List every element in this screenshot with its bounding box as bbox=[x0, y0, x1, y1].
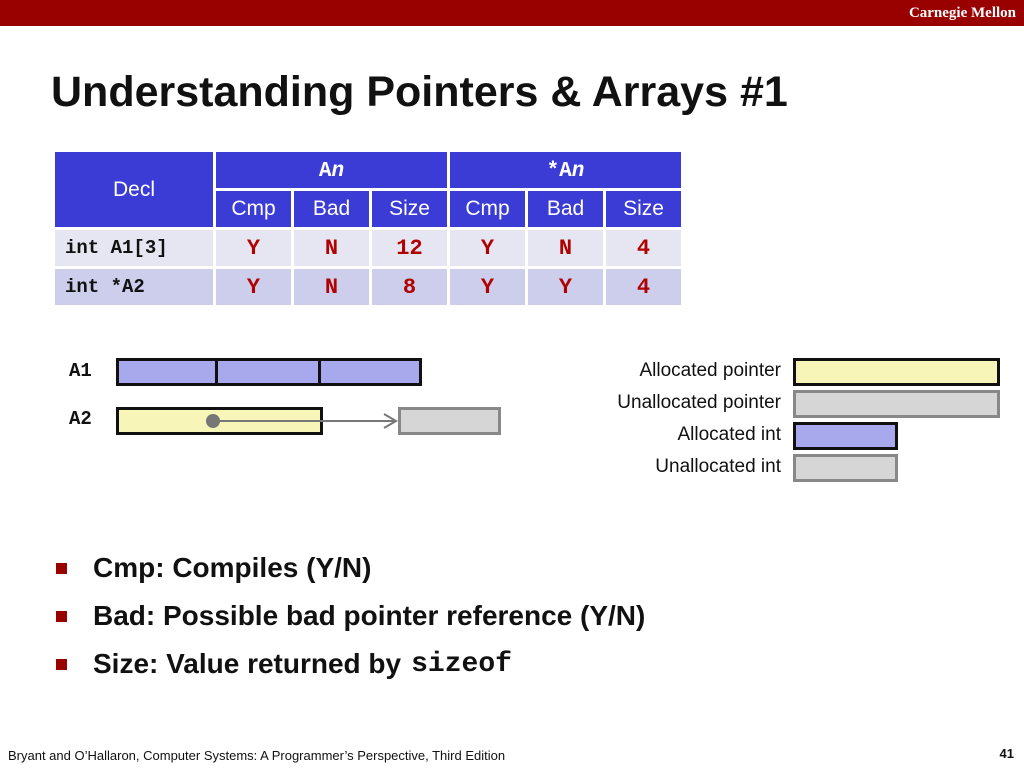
legend-allocated-int-swatch bbox=[793, 422, 898, 450]
value-cell: 4 bbox=[603, 266, 684, 308]
footer-citation: Bryant and O’Hallaron, Computer Systems:… bbox=[8, 748, 506, 763]
value-cell: 8 bbox=[369, 266, 450, 308]
legend-allocated-int-label: Allocated int bbox=[677, 424, 781, 445]
legend-unallocated-int-label: Unallocated int bbox=[655, 456, 781, 477]
star-an-italic: n bbox=[571, 159, 585, 183]
brand-label: Carnegie Mellon bbox=[908, 5, 1016, 21]
decl-cell: int *A2 bbox=[52, 266, 216, 308]
table-subheader-row: Cmp Bad Size Cmp Bad Size bbox=[54, 188, 684, 230]
bullet-size-text: Size: Value returned by bbox=[93, 648, 402, 679]
an-group-header: An bbox=[213, 149, 450, 191]
table-row: int A1[3] Y N 12 Y N 4 bbox=[52, 227, 684, 269]
decl-header: Decl bbox=[52, 149, 216, 230]
subheader-cell: Bad bbox=[291, 188, 372, 230]
star-an-prefix: *A bbox=[546, 159, 572, 183]
bullet-square-icon bbox=[56, 610, 67, 622]
bullet-bad-text: Bad: Possible bad pointer reference (Y/N… bbox=[93, 600, 646, 631]
page-title: Understanding Pointers & Arrays #1 bbox=[51, 68, 788, 116]
legend-allocated-pointer-swatch bbox=[793, 358, 1000, 386]
a2-label: A2 bbox=[69, 408, 92, 430]
table-row: int *A2 Y N 8 Y Y 4 bbox=[52, 266, 684, 308]
list-item: Size: Value returned by sizeof bbox=[56, 640, 645, 688]
value-cell: 12 bbox=[369, 227, 450, 269]
bullet-cmp-text: Cmp: Compiles (Y/N) bbox=[93, 552, 372, 583]
legend-allocated-pointer-label: Allocated pointer bbox=[639, 360, 781, 381]
subheader-cell: Bad bbox=[525, 188, 606, 230]
legend-unallocated-pointer-swatch bbox=[793, 390, 1000, 418]
decl-header-label: Decl bbox=[112, 177, 155, 201]
a1-element-2 bbox=[318, 358, 422, 386]
top-banner: Carnegie Mellon bbox=[0, 0, 1024, 26]
table-header-row: Decl An *An bbox=[52, 149, 684, 230]
bullet-list: Cmp: Compiles (Y/N) Bad: Possible bad po… bbox=[56, 544, 645, 688]
value-cell: Y bbox=[213, 266, 294, 308]
value-cell: N bbox=[291, 227, 372, 269]
legend-unallocated-int-swatch bbox=[793, 454, 898, 482]
arrowhead-icon bbox=[383, 413, 398, 429]
page-number: 41 bbox=[999, 746, 1014, 761]
decl-cell: int A1[3] bbox=[52, 227, 216, 269]
value-cell: Y bbox=[525, 266, 606, 308]
value-cell: N bbox=[525, 227, 606, 269]
bullet-square-icon bbox=[56, 562, 67, 574]
subheader-cell: Size bbox=[603, 188, 684, 230]
bullet-square-icon bbox=[56, 658, 67, 670]
a1-label: A1 bbox=[69, 360, 92, 382]
legend-unallocated-pointer-label: Unallocated pointer bbox=[617, 392, 781, 413]
subheader-cell: Size bbox=[369, 188, 450, 230]
bullet-size-code: sizeof bbox=[411, 648, 512, 680]
an-italic: n bbox=[331, 159, 345, 183]
an-prefix: A bbox=[318, 159, 332, 183]
value-cell: Y bbox=[213, 227, 294, 269]
value-cell: N bbox=[291, 266, 372, 308]
value-cell: 4 bbox=[603, 227, 684, 269]
subheader-cell: Cmp bbox=[447, 188, 528, 230]
value-cell: Y bbox=[447, 227, 528, 269]
value-cell: Y bbox=[447, 266, 528, 308]
list-item: Cmp: Compiles (Y/N) bbox=[56, 544, 645, 592]
comparison-table: Decl An *An Cmp Bad Size Cmp Bad Size in… bbox=[52, 149, 684, 308]
star-an-group-header: *An bbox=[447, 149, 684, 191]
a2-target-box bbox=[398, 407, 501, 435]
list-item: Bad: Possible bad pointer reference (Y/N… bbox=[56, 592, 645, 640]
subheader-cell: Cmp bbox=[213, 188, 294, 230]
